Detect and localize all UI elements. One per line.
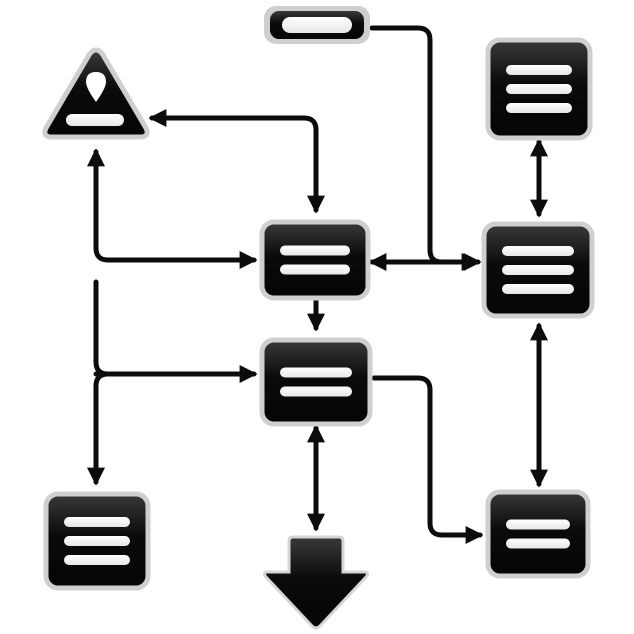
text-line-bar bbox=[506, 65, 572, 75]
document-lines-icon bbox=[280, 245, 350, 275]
document-lines-icon bbox=[64, 517, 130, 565]
text-line-bar bbox=[502, 284, 574, 294]
text-line-bar bbox=[506, 103, 572, 113]
text-line-bar bbox=[506, 519, 570, 530]
text-line-bar bbox=[64, 536, 130, 546]
text-line-bar bbox=[502, 246, 574, 256]
connector-split-trunk bbox=[93, 279, 111, 377]
text-line-bar bbox=[280, 264, 350, 275]
text-line-bar bbox=[502, 265, 574, 275]
node-center-top[interactable] bbox=[259, 219, 371, 301]
connector-center-bottom-bottom-right bbox=[371, 375, 484, 544]
text-line-bar bbox=[280, 386, 352, 397]
text-line-bar bbox=[506, 84, 572, 94]
text-line-bar bbox=[506, 538, 570, 549]
connector-center-top-warning bbox=[148, 109, 325, 214]
text-line-bar bbox=[280, 245, 350, 256]
document-lines-icon bbox=[280, 367, 352, 397]
text-line-bar bbox=[64, 517, 130, 527]
document-lines-icon bbox=[506, 65, 572, 113]
node-center-right[interactable] bbox=[481, 221, 595, 319]
text-line-bar bbox=[64, 555, 130, 565]
node-start[interactable] bbox=[264, 6, 370, 44]
document-lines-icon bbox=[506, 519, 570, 549]
connector-start-to-center-right bbox=[369, 25, 482, 271]
document-lines-icon bbox=[502, 246, 574, 294]
node-bottom-left[interactable] bbox=[43, 491, 151, 591]
connector-split-to-bottom-left bbox=[87, 371, 111, 486]
pill-icon bbox=[282, 17, 352, 33]
node-warning[interactable] bbox=[42, 47, 150, 140]
text-line-bar bbox=[280, 367, 352, 378]
node-output[interactable] bbox=[262, 535, 370, 630]
connectors bbox=[87, 25, 548, 544]
node-top-right[interactable] bbox=[485, 37, 593, 141]
down-arrow-icon bbox=[262, 535, 370, 630]
node-center-bottom[interactable] bbox=[259, 337, 373, 427]
connector-warning-to-center-top bbox=[87, 148, 258, 269]
node-bottom-right[interactable] bbox=[485, 489, 591, 579]
